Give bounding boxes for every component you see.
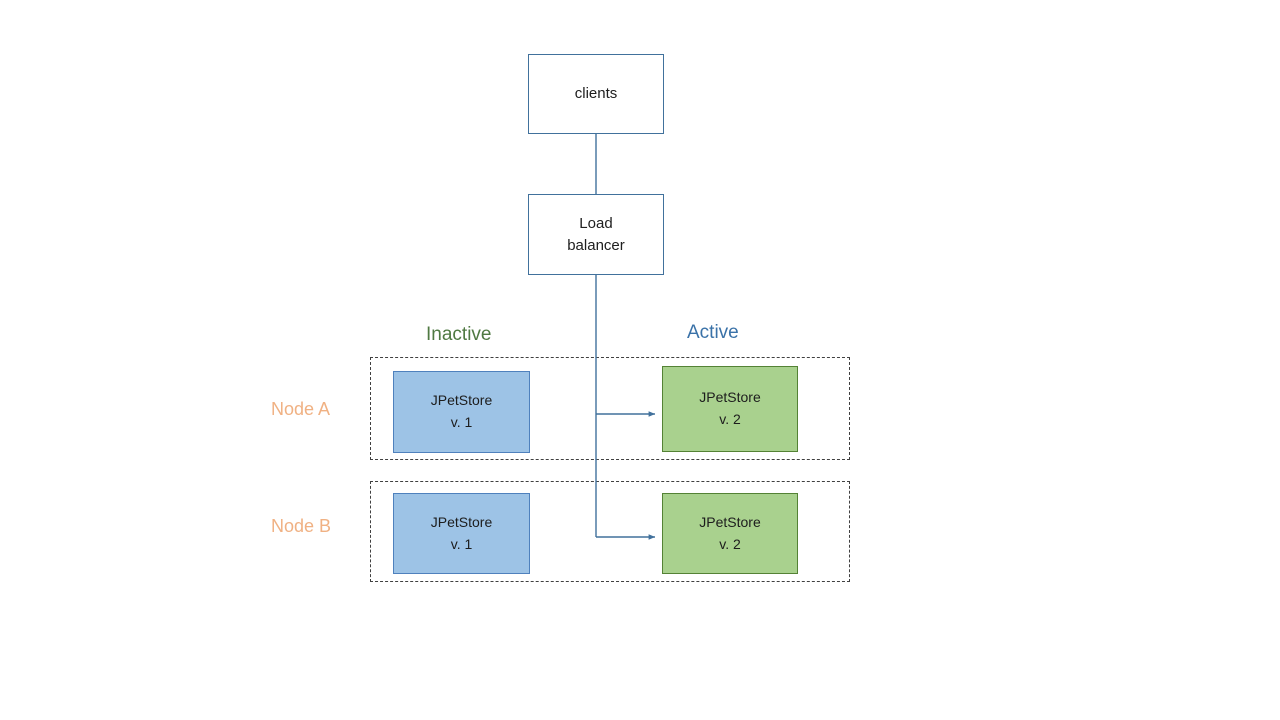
node-a-container [370,357,850,460]
load-balancer-label-line2: balancer [567,236,625,254]
clients-label: clients [574,85,618,103]
load-balancer-label-line1: Load [579,214,613,232]
node-b-inactive-name: JPetStore [430,513,493,530]
node-a-inactive-version: v. 1 [450,414,473,430]
node-a-inactive-name: JPetStore [430,392,493,409]
node-a-inactive-instance[interactable]: JPetStore v. 1 [393,371,530,453]
load-balancer-box[interactable]: Load balancer [528,194,664,275]
node-b-inactive-instance[interactable]: JPetStore v. 1 [393,493,530,574]
node-b-active-instance[interactable]: JPetStore v. 2 [662,493,798,574]
column-heading-inactive: Inactive [426,324,492,345]
node-b-label: Node B [271,516,332,536]
clients-box[interactable]: clients [528,54,664,134]
column-heading-active: Active [687,322,739,343]
node-b-active-name: JPetStore [699,513,761,530]
node-b-active-version: v. 2 [719,535,741,552]
node-a-label: Node A [271,399,331,419]
node-a-active-version: v. 2 [719,411,741,427]
node-b-container [370,481,850,582]
node-b-inactive-version: v. 1 [450,535,473,552]
node-a-active-name: JPetStore [699,389,761,406]
node-a-active-instance[interactable]: JPetStore v. 2 [662,366,798,452]
